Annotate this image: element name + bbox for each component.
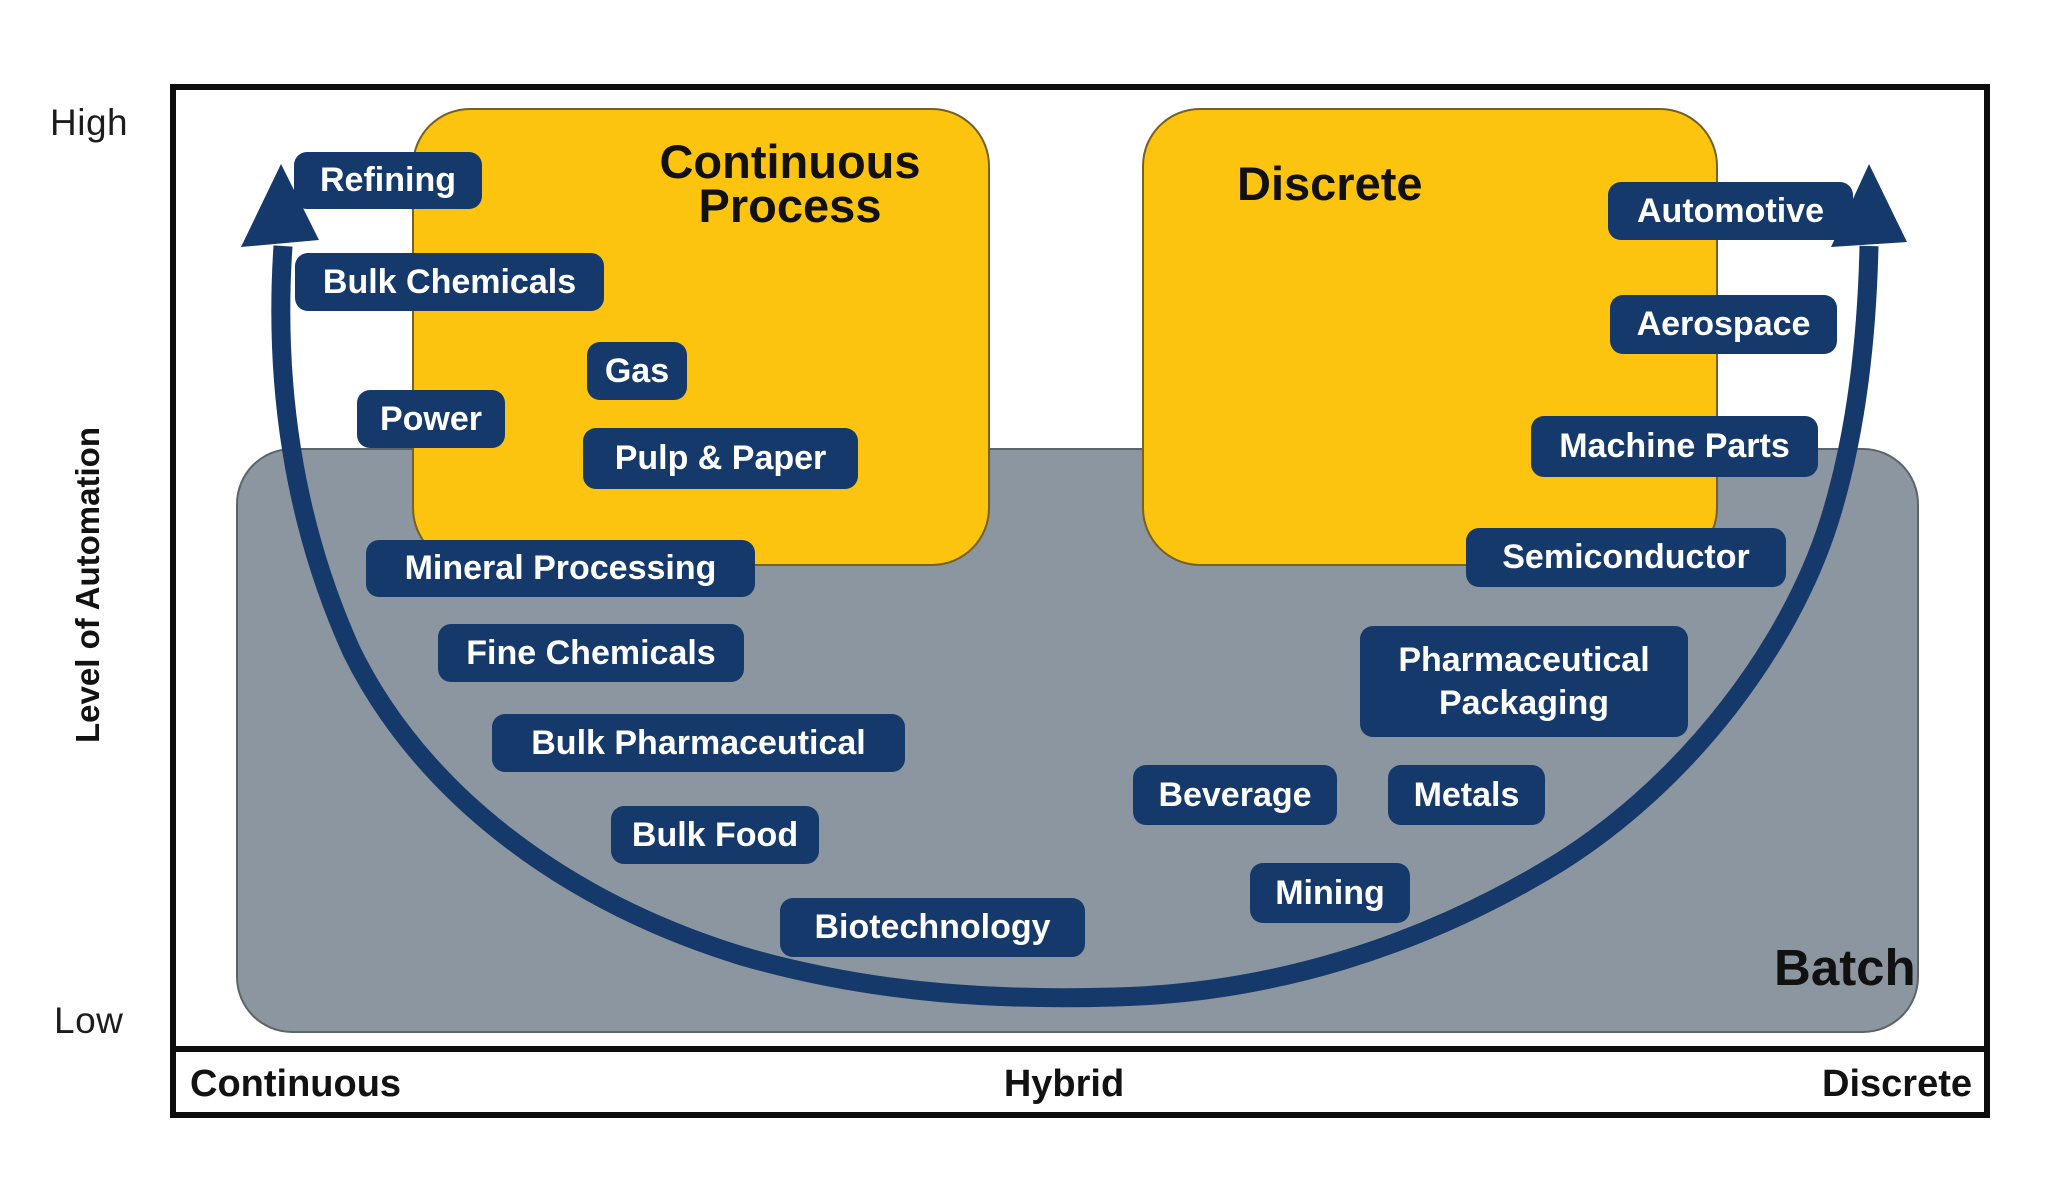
industry-badge: Fine Chemicals: [438, 624, 744, 682]
industry-badge: Aerospace: [1610, 295, 1837, 354]
discrete-title: Discrete: [1237, 157, 1423, 210]
continuous-process-title: Continuous Process: [659, 135, 921, 232]
y-axis-high-label: High: [50, 102, 129, 143]
x-axis-label-continuous: Continuous: [190, 1063, 402, 1105]
industry-badge: Bulk Pharmaceutical: [492, 714, 905, 772]
x-axis-separator: [170, 1046, 1990, 1052]
y-axis-low-label: Low: [54, 1000, 124, 1041]
industry-badge: Gas: [587, 342, 687, 400]
industry-badge: Pharmaceutical Packaging: [1360, 626, 1688, 737]
industry-badge: Semiconductor: [1466, 528, 1786, 587]
industry-badge: Machine Parts: [1531, 416, 1818, 477]
industry-badge: Automotive: [1608, 182, 1853, 240]
industry-badge: Mining: [1250, 863, 1410, 923]
industry-badge: Metals: [1388, 765, 1545, 825]
industry-badge: Power: [357, 390, 505, 448]
industry-badge: Mineral Processing: [366, 540, 755, 597]
x-axis-label-hybrid: Hybrid: [1003, 1063, 1125, 1105]
industry-badge: Biotechnology: [780, 898, 1085, 957]
industry-badge: Beverage: [1133, 765, 1337, 825]
industry-badge: Pulp & Paper: [583, 428, 858, 489]
x-axis-label-discrete: Discrete: [1822, 1063, 1972, 1105]
industry-badge: Refining: [294, 152, 482, 209]
industry-badge: Bulk Food: [611, 806, 819, 864]
industry-badge: Bulk Chemicals: [295, 253, 604, 311]
